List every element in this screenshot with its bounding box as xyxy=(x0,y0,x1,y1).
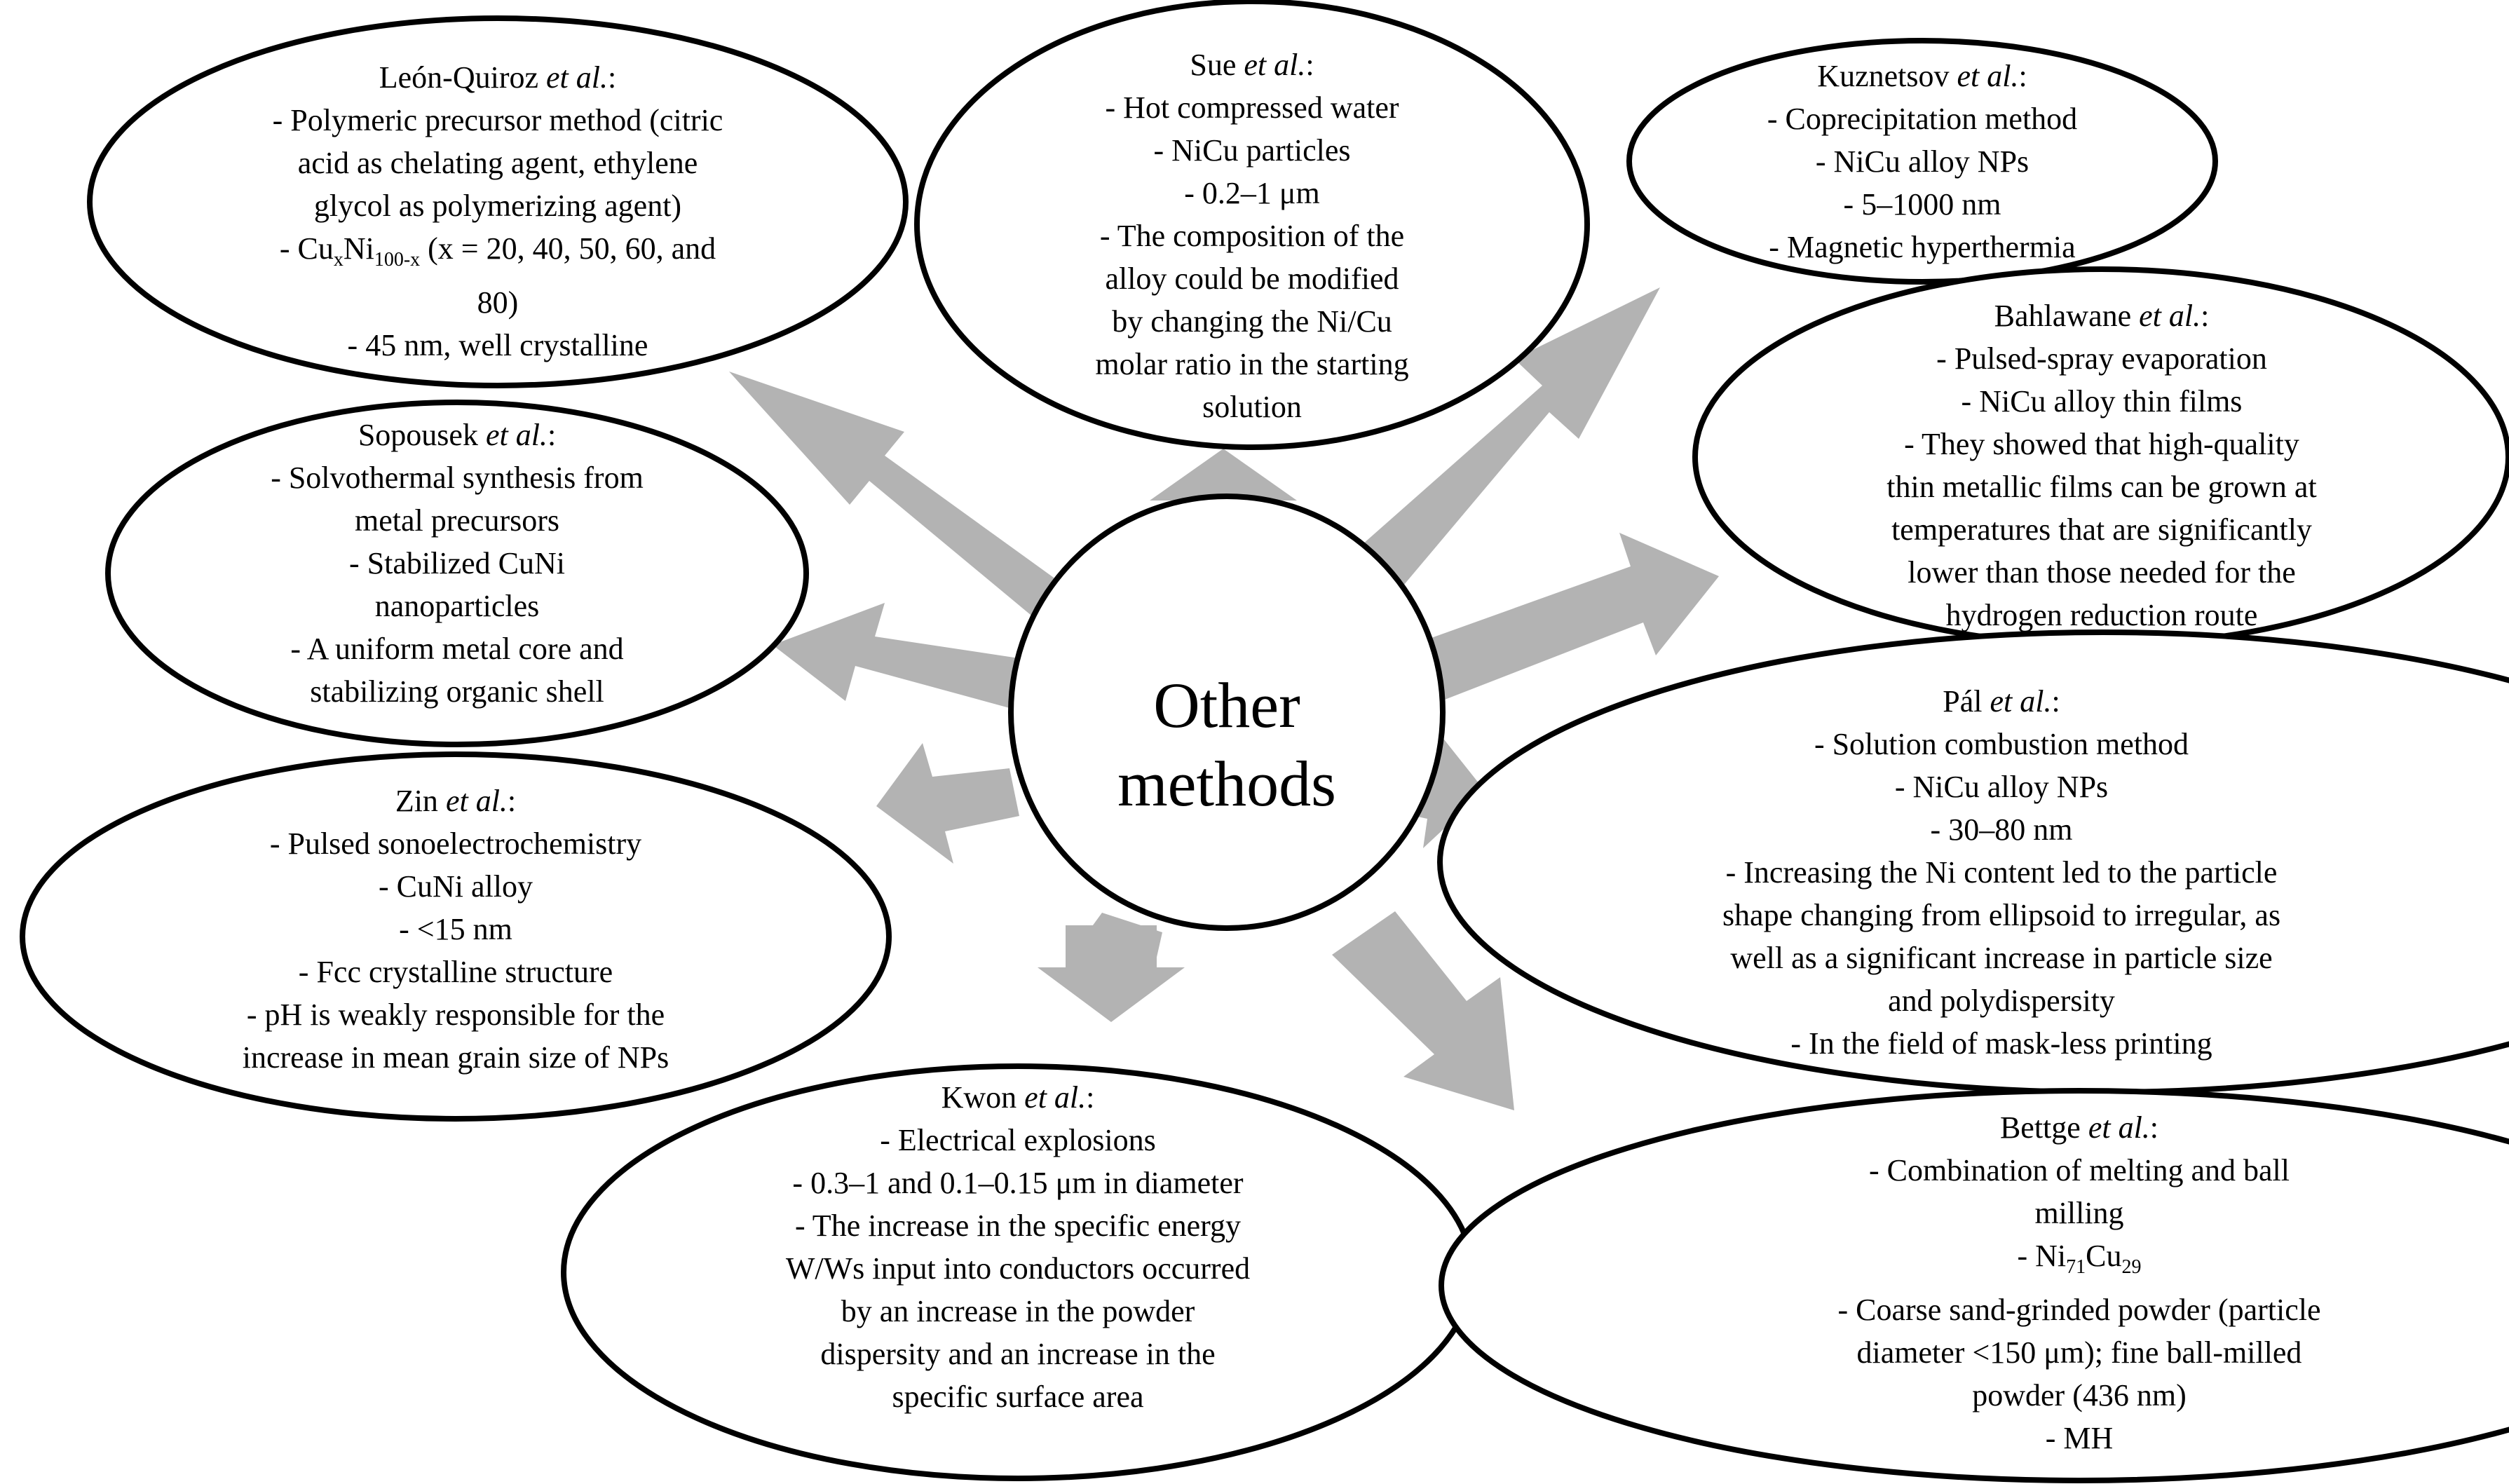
bubble-line: - Combination of melting and ball xyxy=(1868,1153,2290,1187)
bubble-line: - They showed that high-quality xyxy=(1904,427,2299,461)
bubble-line: - The composition of the xyxy=(1099,219,1405,253)
bubble-sue xyxy=(914,0,1590,450)
arrow-to-zin xyxy=(876,743,1019,864)
bubble-line: - Hot compressed water xyxy=(1105,90,1399,125)
bubble-line: thin metallic films can be grown at xyxy=(1886,470,2317,504)
bubble-line: - Polymeric precursor method (citric xyxy=(272,103,723,137)
bubble-line: - 0.2–1 μm xyxy=(1184,176,1320,210)
bubble-line: hydrogen reduction route xyxy=(1945,598,2258,632)
bubble-line: by changing the Ni/Cu xyxy=(1112,304,1392,339)
bubble-line: - Solvothermal synthesis from xyxy=(271,461,644,495)
bubble-line: - Coarse sand-grinded powder (particle xyxy=(1837,1292,2321,1327)
bubble-line: dispersity and an increase in the xyxy=(820,1337,1216,1371)
bubble-line: powder (436 nm) xyxy=(1972,1377,2187,1412)
bubble-line: stabilizing organic shell xyxy=(310,674,604,709)
arrow-to-kuznetsov xyxy=(1326,287,1660,620)
bubble-line: - Coprecipitation method xyxy=(1767,102,2078,136)
bubble-text-kuznetsov: Kuznetsov et al.: - Coprecipitation meth… xyxy=(1682,55,2162,268)
center-line-1: Other xyxy=(1153,669,1300,741)
bubble-title: Sopousek et al.: xyxy=(358,418,557,452)
bubble-text-bettge: Bettge et al.: - Combination of melting … xyxy=(1697,1106,2462,1459)
bubble-line: - Magnetic hyperthermia xyxy=(1769,230,2076,264)
bubble-kuznetsov xyxy=(1626,38,2218,285)
bubble-line: - 5–1000 nm xyxy=(1843,187,2001,222)
bubble-line: - 30–80 nm xyxy=(1930,812,2073,847)
bubble-title: Kwon et al.: xyxy=(941,1080,1095,1115)
arrow-to-bettge xyxy=(1332,911,1514,1110)
arrow-to-bahlawane xyxy=(1402,533,1719,708)
center-circle xyxy=(1008,493,1446,931)
bubble-text-kwon: Kwon et al.: - Electrical explosions - 0… xyxy=(666,1076,1370,1418)
bubble-line: - Pulsed-spray evaporation xyxy=(1936,341,2267,376)
bubble-line: - A uniform metal core and xyxy=(290,632,624,666)
arrow-to-sopousek xyxy=(773,603,1024,708)
arrows xyxy=(729,287,1719,1110)
bubble-line: - The increase in the specific energy xyxy=(794,1209,1242,1243)
bubble-line: increase in mean grain size of NPs xyxy=(242,1040,669,1075)
center-line-2: methods xyxy=(1117,748,1336,819)
bubble-line: lower than those needed for the xyxy=(1908,555,2296,590)
bubble-line: - Fcc crystalline structure xyxy=(298,955,613,989)
bubble-text-sopousek: Sopousek et al.: - Solvothermal synthesi… xyxy=(175,414,739,713)
bubbles xyxy=(20,0,2509,1483)
bubble-line: diameter <150 μm); fine ball-milled xyxy=(1856,1335,2302,1370)
bubble-sopousek xyxy=(105,400,809,747)
bubble-title: Zin et al.: xyxy=(395,784,517,818)
bubble-line: shape changing from ellipsoid to irregul… xyxy=(1722,898,2281,932)
bubble-text-zin: Zin et al.: - Pulsed sonoelectrochemistr… xyxy=(112,780,799,1079)
bubble-line: - In the field of mask-less printing xyxy=(1790,1026,2212,1061)
bubble-line: molar ratio in the starting xyxy=(1095,347,1409,381)
bubble-line: - <15 nm xyxy=(399,912,512,946)
bubble-line: - 45 nm, well crystalline xyxy=(347,327,648,362)
bubble-line: solution xyxy=(1202,390,1302,424)
bubble-line: - Solution combustion method xyxy=(1814,727,2189,761)
bubble-title: Kuznetsov et al.: xyxy=(1817,59,2027,93)
bubble-text-sue: Sue et al.: - Hot compressed water - NiC… xyxy=(967,43,1537,428)
bubble-line: - Stabilized CuNi xyxy=(349,546,565,580)
bubble-line: - Increasing the Ni content led to the p… xyxy=(1725,855,2278,890)
bubble-bettge xyxy=(1439,1088,2509,1483)
bubble-line: - NiCu alloy NPs xyxy=(1815,144,2029,179)
bubble-line: - MH xyxy=(2045,1420,2114,1455)
bubble-title: Bettge et al.: xyxy=(1999,1110,2159,1145)
bubble-line: nanoparticles xyxy=(374,589,540,623)
center-label: Other methods xyxy=(1009,666,1444,823)
bubble-text-bahlawane: Bahlawane et al.: - Pulsed-spray evapora… xyxy=(1753,294,2451,637)
bubble-title: Sue et al.: xyxy=(1190,48,1314,82)
bubble-line-formula: - Ni71Cu29 xyxy=(2017,1239,2142,1278)
bubble-leon-quiroz xyxy=(87,15,909,388)
arrow-to-leon xyxy=(729,372,1071,625)
bubble-line: - 0.3–1 and 0.1–0.15 μm in diameter xyxy=(792,1166,1244,1200)
bubble-line: acid as chelating agent, ethylene xyxy=(297,146,698,180)
bubble-line: 80) xyxy=(477,285,519,320)
bubble-line: by an increase in the powder xyxy=(841,1294,1195,1328)
bubble-line: metal precursors xyxy=(355,503,559,538)
bubble-line: well as a significant increase in partic… xyxy=(1730,941,2273,975)
arrow-to-kwon-tip xyxy=(1038,925,1185,1022)
bubble-line: - Pulsed sonoelectrochemistry xyxy=(269,826,642,861)
bubble-line: glycol as polymerizing agent) xyxy=(313,189,682,223)
bubble-title: León-Quiroz et al.: xyxy=(379,60,617,95)
bubble-text-leon-quiroz: León-Quiroz et al.: - Polymeric precurso… xyxy=(154,56,841,367)
bubble-zin xyxy=(20,751,892,1122)
bubble-title: Pál et al.: xyxy=(1943,684,2060,719)
bubble-line: W/Ws input into conductors occurred xyxy=(785,1251,1251,1286)
bubble-line: - pH is weakly responsible for the xyxy=(246,998,665,1032)
bubble-line: specific surface area xyxy=(892,1380,1144,1414)
bubble-line: - NiCu particles xyxy=(1153,133,1351,168)
bubble-line: alloy could be modified xyxy=(1105,261,1399,296)
bubble-line: temperatures that are significantly xyxy=(1891,512,2312,547)
bubble-line: - NiCu alloy NPs xyxy=(1894,770,2109,804)
bubble-line: milling xyxy=(2034,1196,2124,1230)
bubble-title: Bahlawane et al.: xyxy=(1994,299,2210,333)
bubble-line: - NiCu alloy thin films xyxy=(1961,384,2243,418)
bubble-line: and polydispersity xyxy=(1888,983,2115,1018)
bubble-line-formula: - CuxNi100-x (x = 20, 40, 50, 60, and xyxy=(279,231,716,271)
bubble-line: - Electrical explosions xyxy=(880,1123,1156,1157)
bubble-line: - CuNi alloy xyxy=(379,869,533,904)
bubble-text-pal: Pál et al.: - Solution combustion method… xyxy=(1528,680,2475,1065)
